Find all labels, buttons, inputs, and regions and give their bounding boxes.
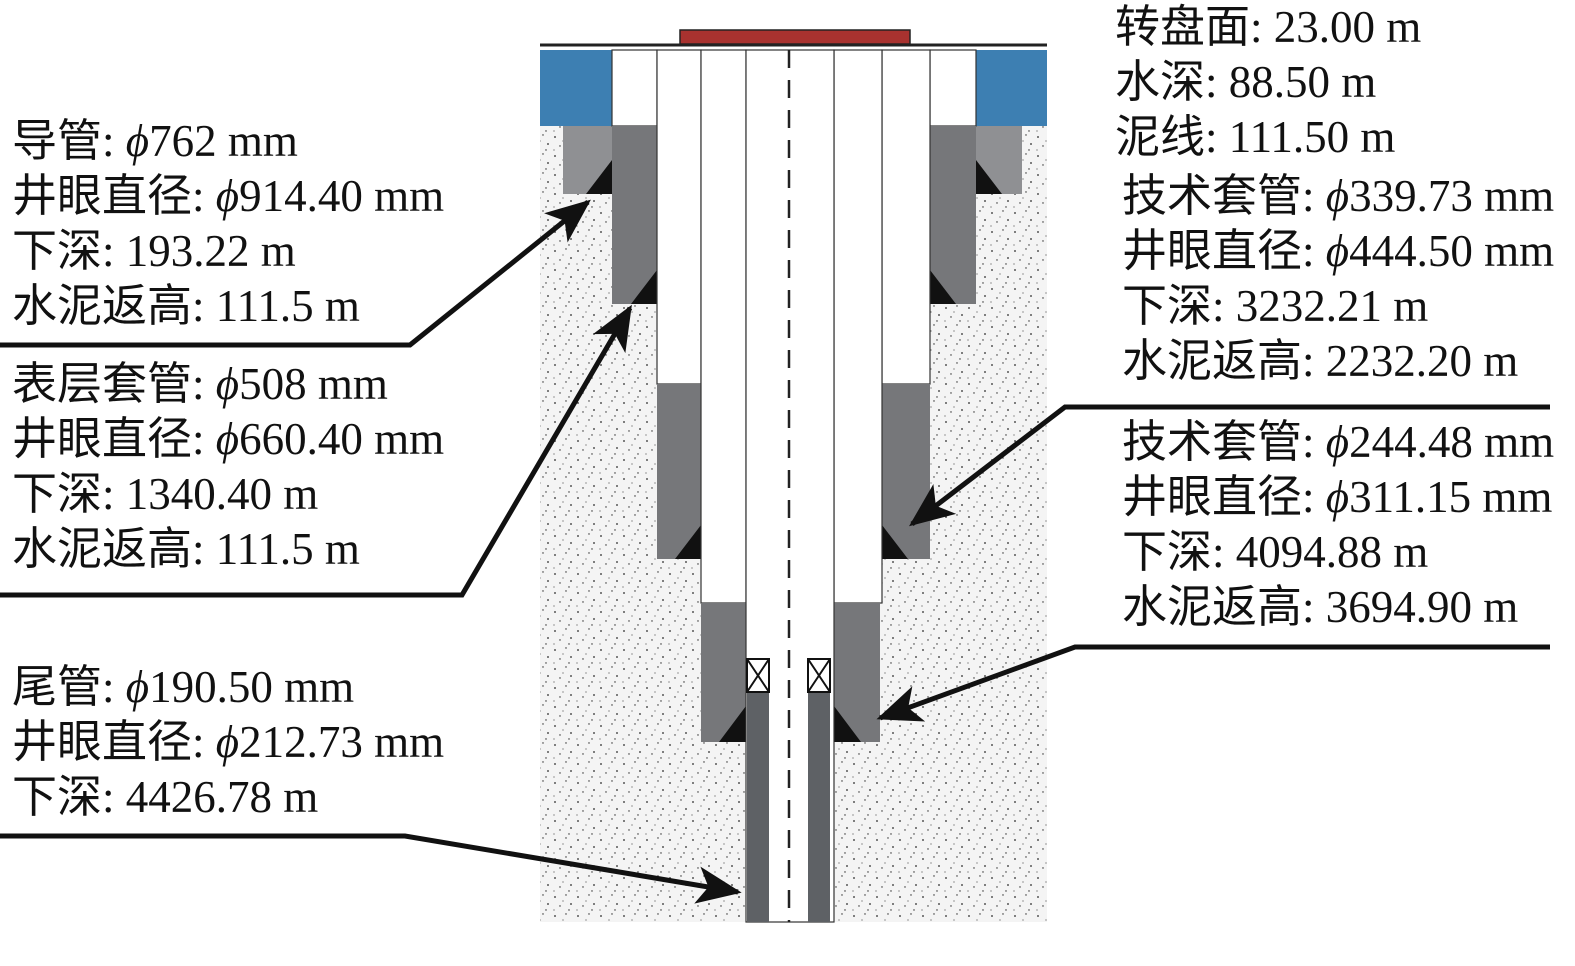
tech1-cement-left — [657, 384, 701, 559]
surface-casing-line: 下深: 1340.40 m — [12, 469, 319, 519]
liner-label: 尾管: ϕ190.50 mm 井眼直径: ϕ212.73 mm 下深: 4426… — [12, 660, 444, 825]
tech2-shoe-right — [834, 706, 861, 742]
surface-shoe-right — [930, 270, 956, 304]
liner-left — [747, 692, 769, 922]
tech-casing1-line: 水泥返高: 2232.20 m — [1122, 336, 1519, 386]
conductor-right — [929, 49, 977, 127]
packer-x-icon — [746, 658, 770, 693]
packer-x-icon — [807, 658, 831, 693]
tech1-cement-right — [882, 384, 930, 559]
surface-casing-right — [881, 49, 931, 385]
tech-casing1-label: 技术套管: ϕ339.73 mm 井眼直径: ϕ444.50 mm 下深: 32… — [1122, 169, 1554, 389]
tech-casing1-line: 井眼直径: ϕ444.50 mm — [1122, 226, 1555, 276]
conductor-shoe-left — [586, 160, 612, 194]
conductor-line: 井眼直径: ϕ914.40 mm — [12, 171, 445, 221]
surface-cement-right — [930, 126, 976, 304]
tech2-leader — [876, 644, 1550, 722]
tech2-shoe-left — [719, 706, 746, 742]
surface-casing-line: 表层套管: ϕ508 mm — [12, 359, 388, 409]
liner-line: 井眼直径: ϕ212.73 mm — [12, 717, 445, 767]
surface-casing-line: 井眼直径: ϕ660.40 mm — [12, 414, 445, 464]
conductor-label: 导管: ϕ762 mm 井眼直径: ϕ914.40 mm 下深: 193.22 … — [12, 114, 444, 334]
tech1-shoe-right — [882, 525, 908, 559]
surface-casing-left — [656, 49, 702, 385]
surface-shoe-left — [631, 270, 657, 304]
seawater-right — [976, 50, 1047, 126]
tech-casing1-line: 技术套管: ϕ339.73 mm — [1122, 171, 1555, 221]
conductor-leader — [0, 199, 591, 348]
conductor-line: 下深: 193.22 m — [12, 226, 296, 276]
tech1-shoe-left — [675, 525, 701, 559]
conductor-left — [611, 49, 658, 127]
well-info-line: 水深: 88.50 m — [1115, 57, 1377, 107]
liner-line: 尾管: ϕ190.50 mm — [12, 662, 355, 712]
conductor-line: 导管: ϕ762 mm — [12, 116, 298, 166]
liner-right — [808, 692, 830, 922]
tech1-leader — [909, 404, 1550, 527]
seawater-left — [540, 50, 612, 126]
tech-casing1-left — [700, 49, 747, 604]
conductor-shoe-right — [976, 160, 1002, 194]
surface-cement-left — [612, 126, 657, 304]
surface-leader — [0, 304, 633, 598]
tech-casing1-right — [833, 49, 883, 604]
well-info-line: 泥线: 111.50 m — [1115, 112, 1396, 162]
surface-casing-label: 表层套管: ϕ508 mm 井眼直径: ϕ660.40 mm 下深: 1340.… — [12, 357, 444, 577]
conductor-line: 水泥返高: 111.5 m — [12, 281, 360, 331]
liner-leader — [0, 833, 742, 904]
rotary-table — [679, 29, 911, 45]
well-info-line: 转盘面: 23.00 m — [1115, 2, 1422, 52]
tech-casing2-line: 水泥返高: 3694.90 m — [1122, 582, 1519, 632]
tech-casing2-line: 技术套管: ϕ244.48 mm — [1122, 417, 1555, 467]
well-info-label: 转盘面: 23.00 m 水深: 88.50 m 泥线: 111.50 m — [1115, 0, 1421, 165]
tech-casing2-label: 技术套管: ϕ244.48 mm 井眼直径: ϕ311.15 mm 下深: 40… — [1122, 415, 1554, 635]
tech-casing1-line: 下深: 3232.21 m — [1122, 281, 1429, 331]
surface-casing-line: 水泥返高: 111.5 m — [12, 524, 360, 574]
tech-casing2-line: 下深: 4094.88 m — [1122, 527, 1429, 577]
liner-line: 下深: 4426.78 m — [12, 772, 319, 822]
tech-casing2-line: 井眼直径: ϕ311.15 mm — [1122, 472, 1553, 522]
